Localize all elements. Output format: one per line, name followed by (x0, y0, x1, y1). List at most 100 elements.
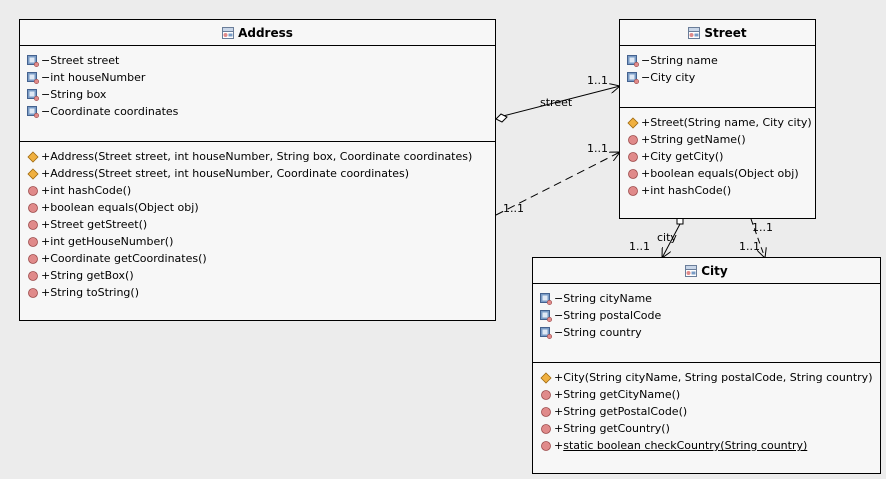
operation-text: +String toString() (41, 286, 139, 299)
operation-text: +String getBox() (41, 269, 134, 282)
operation-row[interactable]: +Coordinate getCoordinates() (20, 250, 495, 267)
multiplicity-label: 1..1 (752, 221, 773, 234)
class-icon (688, 26, 701, 39)
association-address-street[interactable] (495, 86, 620, 123)
dependency-street-city[interactable] (750, 218, 765, 258)
attributes-compartment: −Street street −int houseNumber −String bo… (20, 46, 495, 142)
operation-text: +Address(Street street, int houseNumber,… (41, 167, 410, 180)
static-operation-text: static boolean checkCountry(String count… (563, 439, 808, 452)
constructor-row[interactable]: +Address(Street street, int houseNumber,… (20, 165, 495, 182)
multiplicity-label: 1..1 (629, 240, 650, 253)
attribute-row[interactable]: −City city (620, 69, 815, 86)
constructor-row[interactable]: +City(String cityName, String postalCode… (533, 369, 880, 386)
operation-row[interactable]: +int hashCode() (20, 182, 495, 199)
operation-text: +Address(Street street, int houseNumber,… (41, 150, 473, 163)
attribute-row[interactable]: −String cityName (533, 290, 880, 307)
operation-text: +String getCountry() (554, 422, 670, 435)
operation-row[interactable]: +String getBox() (20, 267, 495, 284)
public-method-icon (27, 236, 39, 248)
constructor-icon (627, 116, 639, 129)
private-attribute-icon (27, 54, 40, 67)
attribute-row[interactable]: −Street street (20, 52, 495, 69)
class-address[interactable]: Address −Street street−int houseNumber−S… (19, 19, 496, 321)
public-method-icon (27, 253, 39, 265)
public-method-icon (27, 219, 39, 231)
operation-row[interactable]: +String getCountry() (533, 420, 880, 437)
public-method-icon (627, 151, 639, 163)
operation-row[interactable]: +City getCity() (620, 148, 815, 165)
operation-text: +int getHouseNumber() (41, 235, 174, 248)
attribute-text: −Street street (41, 54, 120, 67)
private-attribute-icon (627, 71, 640, 84)
public-method-icon (540, 406, 552, 418)
constructor-icon (540, 371, 552, 384)
private-attribute-icon (540, 326, 553, 339)
operations-compartment: +Address(Street street, int houseNumber,… (20, 142, 495, 301)
operation-text: +City(String cityName, String postalCode… (554, 371, 873, 384)
attribute-text: −String postalCode (554, 309, 662, 322)
class-icon (222, 26, 235, 39)
attribute-row[interactable]: −String postalCode (533, 307, 880, 324)
operation-text: +String getName() (641, 133, 746, 146)
operation-text: +int hashCode() (41, 184, 132, 197)
public-method-icon (540, 440, 552, 452)
operation-row[interactable]: +static boolean checkCountry(String coun… (533, 437, 880, 454)
private-attribute-icon (540, 292, 553, 305)
class-header: Street (620, 20, 815, 46)
constructor-row[interactable]: +Street(String name, City city) (620, 114, 815, 131)
attributes-compartment: −String cityName −String postalCode −Strin… (533, 284, 880, 363)
attributes-compartment: −String name −City city (620, 46, 815, 108)
private-attribute-icon (627, 54, 640, 67)
attribute-row[interactable]: −String name (620, 52, 815, 69)
class-city[interactable]: City −String cityName−String postalCode−… (532, 257, 881, 474)
dependency-address-street[interactable] (495, 152, 620, 216)
operation-row[interactable]: +String getCityName() (533, 386, 880, 403)
attribute-row[interactable]: −int houseNumber (20, 69, 495, 86)
operation-text: +boolean equals(Object obj) (641, 167, 799, 180)
operations-compartment: +City(String cityName, String postalCode… (533, 363, 880, 454)
operation-text: +boolean equals(Object obj) (41, 201, 199, 214)
class-name: Address (238, 25, 293, 40)
operation-row[interactable]: +String getPostalCode() (533, 403, 880, 420)
class-name: City (701, 263, 728, 278)
attribute-text: −int houseNumber (41, 71, 146, 84)
operation-row[interactable]: +boolean equals(Object obj) (20, 199, 495, 216)
operation-text: +Street getStreet() (41, 218, 148, 231)
association-role-city: city (657, 231, 677, 244)
constructor-row[interactable]: +Address(Street street, int houseNumber,… (20, 148, 495, 165)
operation-row[interactable]: +String toString() (20, 284, 495, 301)
attribute-row[interactable]: −String country (533, 324, 880, 341)
operation-text: +Street(String name, City city) (641, 116, 812, 129)
operation-row[interactable]: +boolean equals(Object obj) (620, 165, 815, 182)
aggregation-diamond (495, 113, 508, 123)
public-method-icon (627, 168, 639, 180)
operation-text: +Coordinate getCoordinates() (41, 252, 207, 265)
operation-row[interactable]: +Street getStreet() (20, 216, 495, 233)
class-header: Address (20, 20, 495, 46)
public-method-icon (27, 287, 39, 299)
private-attribute-icon (540, 309, 553, 322)
public-method-icon (627, 185, 639, 197)
attribute-text: −Coordinate coordinates (41, 105, 179, 118)
attribute-row[interactable]: −Coordinate coordinates (20, 103, 495, 120)
association-role-street: street (540, 96, 573, 109)
public-method-icon (627, 134, 639, 146)
operation-row[interactable]: +String getName() (620, 131, 815, 148)
attribute-text: −City city (641, 71, 696, 84)
attribute-text: −String cityName (554, 292, 652, 305)
public-method-icon (27, 270, 39, 282)
operation-row[interactable]: +int hashCode() (620, 182, 815, 199)
public-method-icon (540, 389, 552, 401)
multiplicity-label: 1..1 (587, 74, 608, 87)
private-attribute-icon (27, 88, 40, 101)
class-icon (685, 264, 698, 277)
operation-text: +int hashCode() (641, 184, 732, 197)
private-attribute-icon (27, 71, 40, 84)
operation-row[interactable]: +int getHouseNumber() (20, 233, 495, 250)
operation-text: +String getCityName() (554, 388, 681, 401)
attribute-row[interactable]: −String box (20, 86, 495, 103)
class-street[interactable]: Street −String name −City city +Street(St… (619, 19, 816, 219)
private-attribute-icon (27, 105, 40, 118)
multiplicity-label: 1..1 (587, 142, 608, 155)
